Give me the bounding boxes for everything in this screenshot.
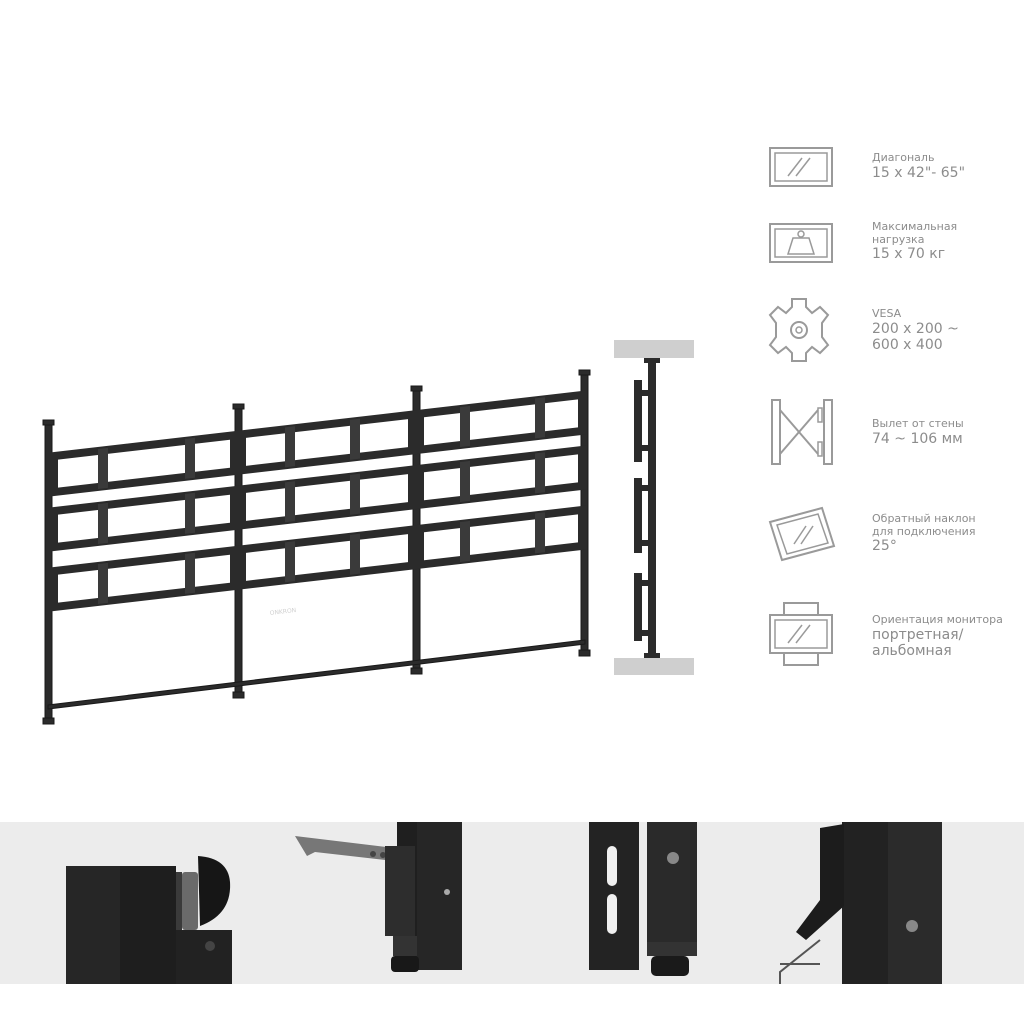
spec-value: 74 ~ 106 мм xyxy=(872,430,963,447)
detail-photo-strip xyxy=(0,822,1024,984)
spec-value: альбомная xyxy=(872,642,952,659)
spec-value: 200 x 200 ~ xyxy=(872,320,959,337)
wall-distance-icon xyxy=(771,399,833,465)
spec-label: Ориентация монитора xyxy=(872,613,1003,626)
spec-label: Максимальная xyxy=(872,220,958,233)
detail-slotted-plate-image xyxy=(589,822,697,976)
detail-knob-image xyxy=(66,856,232,984)
spec-value: 25° xyxy=(872,538,897,555)
spec-value: портретная/ xyxy=(872,626,964,643)
spec-label: нагрузка xyxy=(872,232,925,246)
spec-label: VESA xyxy=(872,307,902,320)
spec-value: 15 x 70 кг xyxy=(872,246,946,263)
side-view-image xyxy=(614,340,694,675)
spec-label: Диагональ xyxy=(872,151,935,164)
tilt-icon xyxy=(768,506,836,562)
detail-lever-image xyxy=(779,822,942,984)
spec-value: 15 x 42"- 65" xyxy=(872,164,966,181)
video-wall-mount-image: ONKRON xyxy=(42,369,591,725)
spec-label: для подключения xyxy=(872,524,976,538)
spec-value: 600 x 400 xyxy=(872,336,943,353)
spec-diagonal: Диагональ 15 x 42"- 65" xyxy=(872,151,966,181)
vesa-icon xyxy=(768,298,830,362)
weight-icon xyxy=(769,223,833,263)
spec-label: Обратный наклон xyxy=(872,512,976,525)
spec-orientation: Ориентация монитора портретная/ альбомна… xyxy=(872,613,1003,659)
spec-tilt: Обратный наклон для подключения 25° xyxy=(872,512,976,555)
spec-label: Вылет от стены xyxy=(872,417,964,430)
brand-logo: ONKRON xyxy=(269,607,296,617)
diagonal-icon xyxy=(769,147,833,187)
orientation-icon xyxy=(769,602,833,666)
detail-latch-image xyxy=(295,822,462,972)
spec-vesa: VESA 200 x 200 ~ 600 x 400 xyxy=(872,307,959,353)
spec-wall-distance: Вылет от стены 74 ~ 106 мм xyxy=(872,417,964,447)
spec-weight: Максимальная нагрузка 15 x 70 кг xyxy=(872,220,958,263)
